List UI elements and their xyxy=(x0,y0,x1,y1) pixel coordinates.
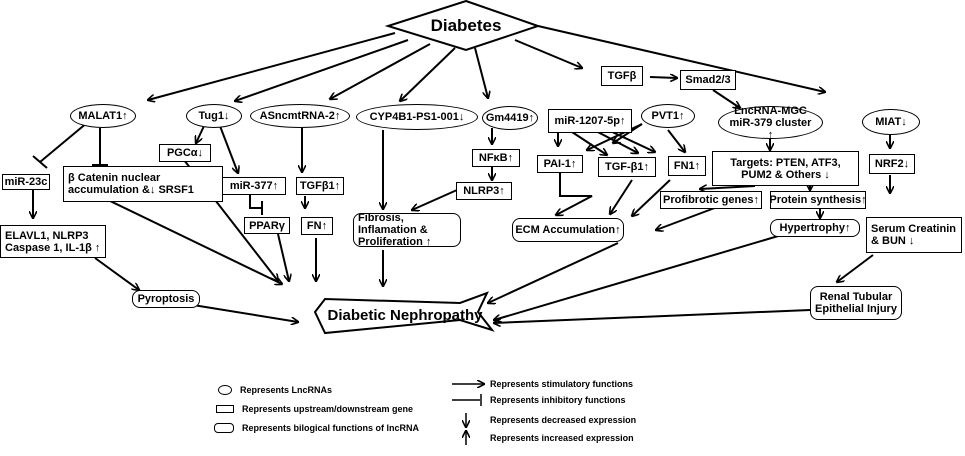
renal-tubular-injury-node: Renal Tubular Epithelial Injury xyxy=(810,286,902,320)
tgfb1-node: TGFβ1↑ xyxy=(296,177,344,195)
beta-catenin-node: β Catenin nuclear accumulation &↓ SRSF1 xyxy=(63,166,223,202)
lncrna-mgc-node: LncRNA-MGC miR-379 cluster ↑ xyxy=(718,105,823,141)
tgf-beta1-node: TGF-β1↑ xyxy=(598,157,656,177)
diabetic-nephropathy-node: Diabetic Nephropathy xyxy=(327,307,483,324)
nrf2-node: NRF2↓ xyxy=(869,154,915,174)
malat1-node: MALAT1↑ xyxy=(70,104,136,128)
tug1-node: Tug1↓ xyxy=(186,104,242,128)
legend-gene: Represents upstream/downstream gene xyxy=(216,404,413,414)
fibrosis-node: Fibrosis, Inflamation & Proliferation ↑ xyxy=(353,212,461,248)
miat-node: MIAT↓ xyxy=(862,109,920,135)
profibrotic-genes-node: Profibrotic genes↑ xyxy=(660,191,762,209)
protein-synthesis-node: Protein synthesis↑ xyxy=(769,191,867,209)
legend-dec: Represents decreased expression xyxy=(490,415,636,425)
legend-inc-label: Represents increased expression xyxy=(490,433,634,443)
asncmtrna2-node: ASncmtRNA-2↑ xyxy=(250,104,350,128)
legend-bio: Represents bilogical functions of lncRNA xyxy=(214,423,419,433)
nfkb-node: NFκB↑ xyxy=(472,149,520,167)
legend-dec-label: Represents decreased expression xyxy=(490,415,637,425)
targets-node: Targets: PTEN, ATF3, PUM2 & Others ↓ xyxy=(712,151,859,186)
smad-node: Smad2/3 xyxy=(680,70,736,90)
legend-stim-label: Represents stimulatory functions xyxy=(490,379,634,389)
ppargamma-node: PPARγ xyxy=(244,217,290,234)
pgc-node: PGCα↓ xyxy=(159,144,211,162)
diabetic-nephropathy-shape xyxy=(313,291,495,335)
tgfb-node: TGFβ xyxy=(601,66,643,86)
nlrp3-node: NLRP3↑ xyxy=(456,182,512,200)
elavl1-node: ELAVL1, NLRP3 Caspase 1, IL-1β ↑ xyxy=(0,225,106,258)
gm4419-node: Gm4419↑ xyxy=(482,106,538,130)
rounded-rectangle-icon xyxy=(214,423,234,433)
legend-stim: Represents stimulatory functions xyxy=(490,379,633,389)
legend-inhib-label: Represents inhibitory functions xyxy=(490,395,626,405)
diabetes-diamond xyxy=(384,0,542,52)
mir23c-node: miR-23c xyxy=(2,174,50,190)
legend-inhib: Represents inhibitory functions xyxy=(490,395,626,405)
legend-gene-label: Represents upstream/downstream gene xyxy=(242,404,414,414)
pvt1-node: PVT1↑ xyxy=(641,104,695,128)
fn1-node: FN1↑ xyxy=(668,156,706,176)
pyroptosis-node: Pyroptosis xyxy=(132,290,200,308)
hypertrophy-node: Hypertrophy↑ xyxy=(770,219,860,237)
ellipse-icon xyxy=(218,385,232,395)
legend-lncrna: Represents LncRNAs xyxy=(218,385,332,395)
cyp4b1-node: CYP4B1-PS1-001↓ xyxy=(356,104,478,130)
mir1207-node: miR-1207-5p↑ xyxy=(548,109,632,133)
diabetes-node: Diabetes xyxy=(430,16,502,35)
mir377-node: miR-377↑ xyxy=(222,177,286,195)
ecm-accumulation-node: ECM Accumulation↑ xyxy=(512,218,624,242)
pai1-node: PAI-1↑ xyxy=(537,155,583,173)
legend-inc: Represents increased expression xyxy=(490,433,634,443)
serum-creatinin-node: Serum Creatinin & BUN ↓ xyxy=(866,217,962,253)
legend-bio-label: Represents bilogical functions of lncRNA xyxy=(242,423,420,433)
fn-node: FN↑ xyxy=(301,217,333,235)
rectangle-icon xyxy=(216,405,234,413)
legend-lncrna-label: Represents LncRNAs xyxy=(240,385,333,395)
